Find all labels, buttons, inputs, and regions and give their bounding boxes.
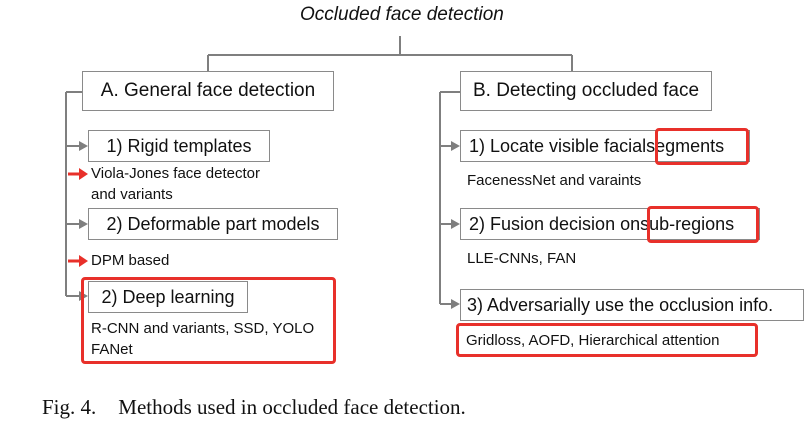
right-item-3-sub: Gridloss, AOFD, Hierarchical attention (466, 332, 720, 349)
left-item-3-box: 2) Deep learning (88, 281, 248, 313)
left-item-1-sub-1: Viola-Jones face detector (91, 165, 260, 182)
right-item-2-box: 2) Fusion decision on sub-regions (460, 208, 760, 240)
diagram-title: Occluded face detection (300, 4, 504, 25)
gridloss-highlight (456, 323, 758, 357)
right-item-1-label-hl: segments (646, 135, 725, 156)
left-item-3-label: 2) Deep learning (101, 286, 235, 307)
arrowhead-left-1 (79, 141, 88, 151)
right-item-1-sub: FacenessNet and varaints (467, 172, 642, 189)
arrowhead-right-3 (451, 299, 460, 309)
sub-regions-highlight (647, 206, 759, 243)
left-item-1-box: 1) Rigid templates (88, 130, 270, 162)
right-item-3-box: 3) Adversarially use the occlusion info. (460, 289, 804, 321)
arrowhead-left-2 (79, 219, 88, 229)
deep-learning-highlight (81, 277, 336, 364)
caption-text: Methods used in occluded face detection. (118, 395, 466, 419)
left-item-2-sub-1: DPM based (91, 252, 170, 269)
right-item-1-label-pre: 1) Locate visible facial (469, 135, 647, 156)
segments-highlight (655, 128, 749, 165)
left-item-1-label: 1) Rigid templates (106, 135, 252, 156)
left-header-box: A. General face detection (82, 71, 334, 111)
right-item-2-sub: LLE-CNNs, FAN (467, 250, 577, 267)
right-item-1-box: 1) Locate visible facial segments (460, 130, 750, 162)
left-item-2-box: 2) Deformable part models (88, 208, 338, 240)
caption-prefix: Fig. 4. (42, 395, 97, 419)
left-item-1-sub-2: and variants (91, 186, 173, 203)
left-item-2-label: 2) Deformable part models (106, 213, 320, 234)
arrowhead-right-1 (451, 141, 460, 151)
right-item-3-label: 3) Adversarially use the occlusion info. (467, 294, 774, 315)
right-item-2-label-hl: sub-regions (640, 213, 735, 234)
figure-caption: Fig. 4. Methods used in occluded face det… (42, 395, 466, 420)
left-item-3-sub-2: FANet (91, 341, 133, 358)
left-item-3-sub-1: R-CNN and variants, SSD, YOLO (91, 320, 315, 337)
red-arrow-1 (79, 168, 88, 180)
right-header-label: B. Detecting occluded face (472, 80, 700, 101)
right-item-2-label-pre: 2) Fusion decision on (469, 213, 641, 234)
red-arrow-2 (79, 255, 88, 267)
right-header-box: B. Detecting occluded face (460, 71, 712, 111)
arrowhead-right-2 (451, 219, 460, 229)
left-header-label: A. General face detection (100, 80, 316, 101)
